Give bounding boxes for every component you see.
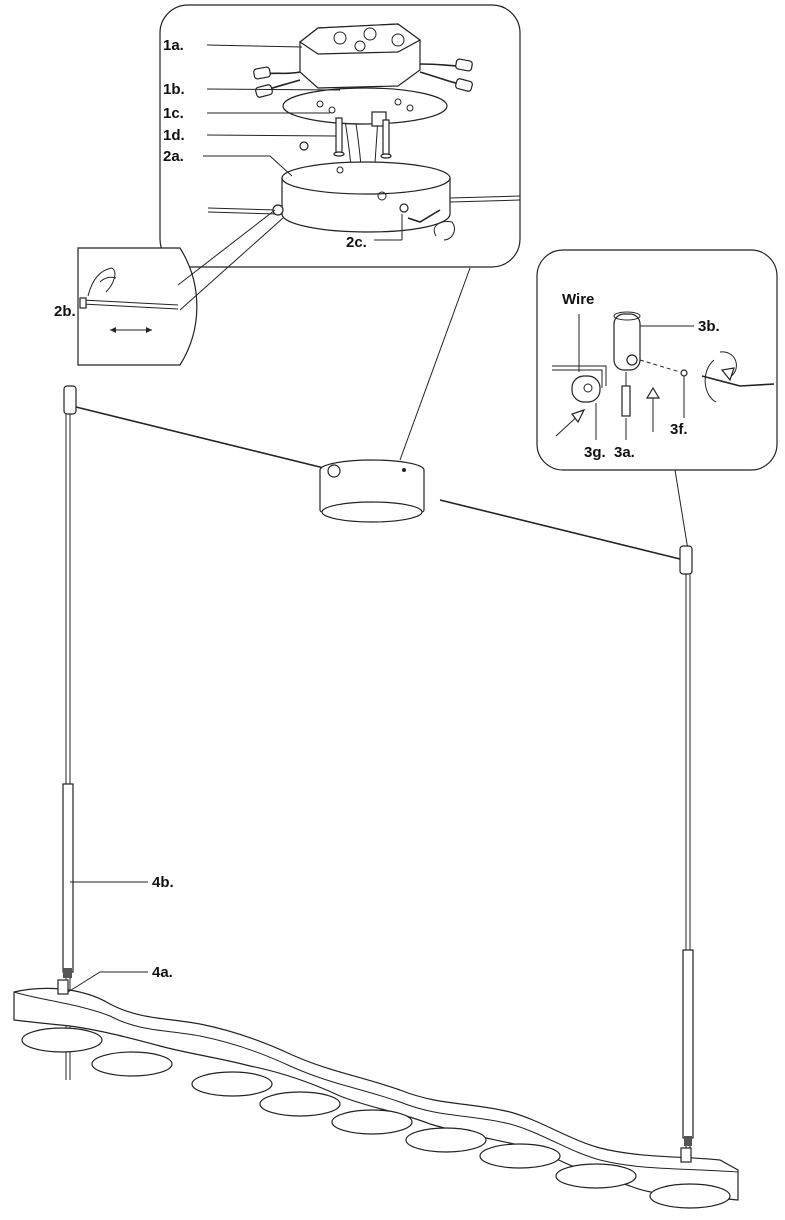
label-2c: 2c. (346, 234, 367, 251)
canopy-detail-callout (159, 4, 521, 268)
led-light-bar (13, 979, 739, 1209)
mounting-screws-illustration (299, 117, 392, 159)
right-cable-sleeve (682, 949, 694, 1139)
label-3b: 3b. (698, 318, 720, 335)
label-1b: 1b. (163, 81, 185, 98)
canopy-illustration (207, 161, 521, 241)
label-3a: 3a. (614, 444, 635, 461)
label-3f: 3f. (670, 421, 688, 438)
left-cable-gripper (63, 385, 77, 415)
label-2b: 2b. (54, 303, 76, 320)
wire-adjust-callout (77, 209, 284, 366)
mounting-plate-illustration (282, 87, 448, 127)
junction-box-illustration (298, 23, 422, 89)
label-2a: 2a. (163, 148, 184, 165)
label-4a: 4a. (152, 964, 173, 981)
right-cable-gripper (679, 545, 693, 575)
ceiling-canopy (319, 459, 425, 523)
label-3g: 3g. (584, 444, 606, 461)
fixture-main-illustration (13, 267, 739, 1209)
part-labels: 1a. 1b. 1c. 1d. 2a. 2b. 2c. Wire 3b. 3f.… (54, 37, 720, 981)
label-wire: Wire (562, 291, 594, 308)
left-cable-sleeve (62, 783, 74, 973)
label-4b: 4b. (152, 874, 174, 891)
leader-lines (67, 44, 694, 993)
label-1a: 1a. (163, 37, 184, 54)
label-1c: 1c. (163, 105, 184, 122)
cable-gripper-callout (536, 249, 778, 551)
label-1d: 1d. (163, 127, 185, 144)
